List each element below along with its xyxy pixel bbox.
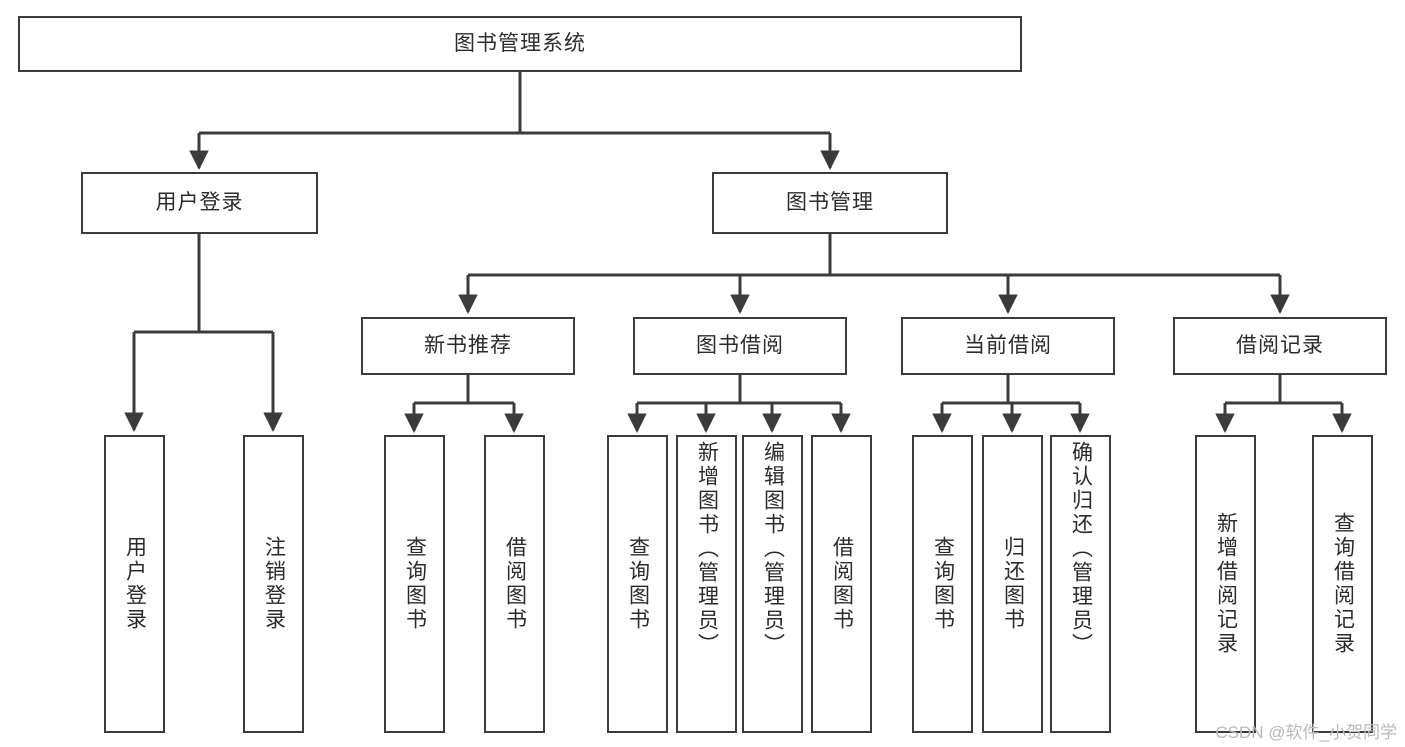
node-label: 查询图书: [931, 536, 955, 632]
node-label: 注销登录: [262, 536, 286, 632]
node-label: 用户登录: [155, 191, 244, 215]
node-user-login[interactable]: 用户登录: [81, 172, 318, 234]
leaf-return-book[interactable]: 归还图书: [982, 435, 1043, 733]
node-label: 查询图书: [626, 536, 650, 632]
leaf-query-book-borrow[interactable]: 查询图书: [607, 435, 668, 733]
leaf-borrow-book-borrow[interactable]: 借阅图书: [811, 435, 872, 733]
leaf-user-login[interactable]: 用户登录: [104, 435, 165, 733]
leaf-add-borrow-record[interactable]: 新增借阅记录: [1195, 435, 1256, 733]
node-root-book-management-system[interactable]: 图书管理系统: [18, 16, 1022, 72]
node-borrow-record[interactable]: 借阅记录: [1173, 317, 1387, 375]
leaf-logout[interactable]: 注销登录: [243, 435, 304, 733]
csdn-watermark: CSDN @软件_小贺同学: [1215, 723, 1397, 742]
node-label: 当前借阅: [964, 334, 1052, 358]
leaf-query-borrow-record[interactable]: 查询借阅记录: [1312, 435, 1373, 733]
leaf-add-book-admin[interactable]: 新增图书（管理员）: [676, 435, 737, 733]
node-label: 编辑图书（管理员）: [761, 441, 785, 657]
leaf-query-book-new-recommendation[interactable]: 查询图书: [384, 435, 445, 733]
node-book-borrow[interactable]: 图书借阅: [633, 317, 847, 375]
leaf-borrow-book-new-recommendation[interactable]: 借阅图书: [484, 435, 545, 733]
leaf-edit-book-admin[interactable]: 编辑图书（管理员）: [742, 435, 803, 733]
node-label: 借阅图书: [503, 536, 527, 632]
node-label: 图书借阅: [696, 334, 784, 358]
node-label: 查询图书: [403, 536, 427, 632]
node-label: 图书管理: [786, 191, 874, 215]
node-label: 借阅记录: [1236, 334, 1324, 358]
node-label: 查询借阅记录: [1331, 512, 1355, 656]
node-label: 新书推荐: [424, 334, 512, 358]
node-label: 新增图书（管理员）: [695, 441, 719, 657]
node-label: 归还图书: [1001, 536, 1025, 632]
leaf-query-book-current[interactable]: 查询图书: [912, 435, 973, 733]
node-book-management[interactable]: 图书管理: [712, 172, 948, 234]
leaf-confirm-return-admin[interactable]: 确认归还（管理员）: [1050, 435, 1111, 733]
node-current-borrow[interactable]: 当前借阅: [901, 317, 1115, 375]
node-label: 借阅图书: [830, 536, 854, 632]
node-new-book-recommendation[interactable]: 新书推荐: [361, 317, 575, 375]
node-label: 确认归还（管理员）: [1069, 441, 1093, 657]
node-label: 图书管理系统: [454, 32, 586, 56]
node-label: 用户登录: [123, 536, 147, 632]
node-label: 新增借阅记录: [1214, 512, 1238, 656]
